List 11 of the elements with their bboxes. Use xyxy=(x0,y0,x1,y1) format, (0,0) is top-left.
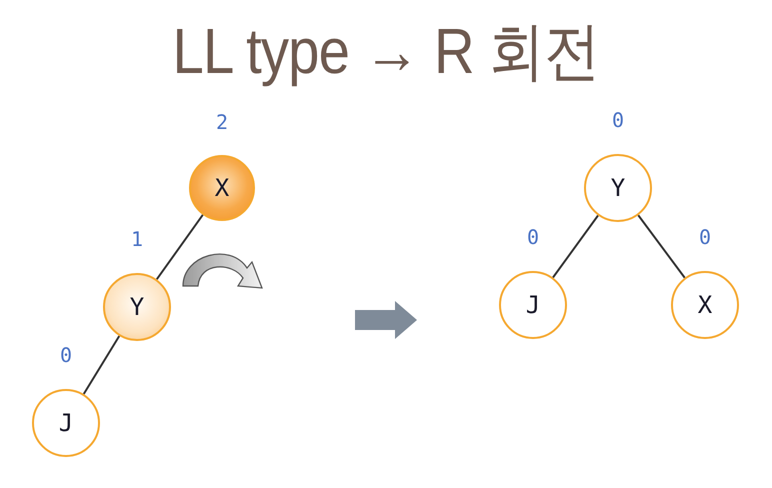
balance-factor: 0 xyxy=(610,108,626,132)
tree-edge xyxy=(637,214,686,278)
balance-factor: 0 xyxy=(58,343,74,367)
balance-factor: 2 xyxy=(214,110,230,134)
balance-factor: 1 xyxy=(130,227,144,251)
balance-factor: 0 xyxy=(698,225,712,249)
tree-edge xyxy=(156,214,204,280)
tree-edge xyxy=(552,214,599,278)
balance-factor: 0 xyxy=(526,225,540,249)
title: LL type → R 회전 xyxy=(172,14,600,89)
tree-edge xyxy=(82,335,120,395)
